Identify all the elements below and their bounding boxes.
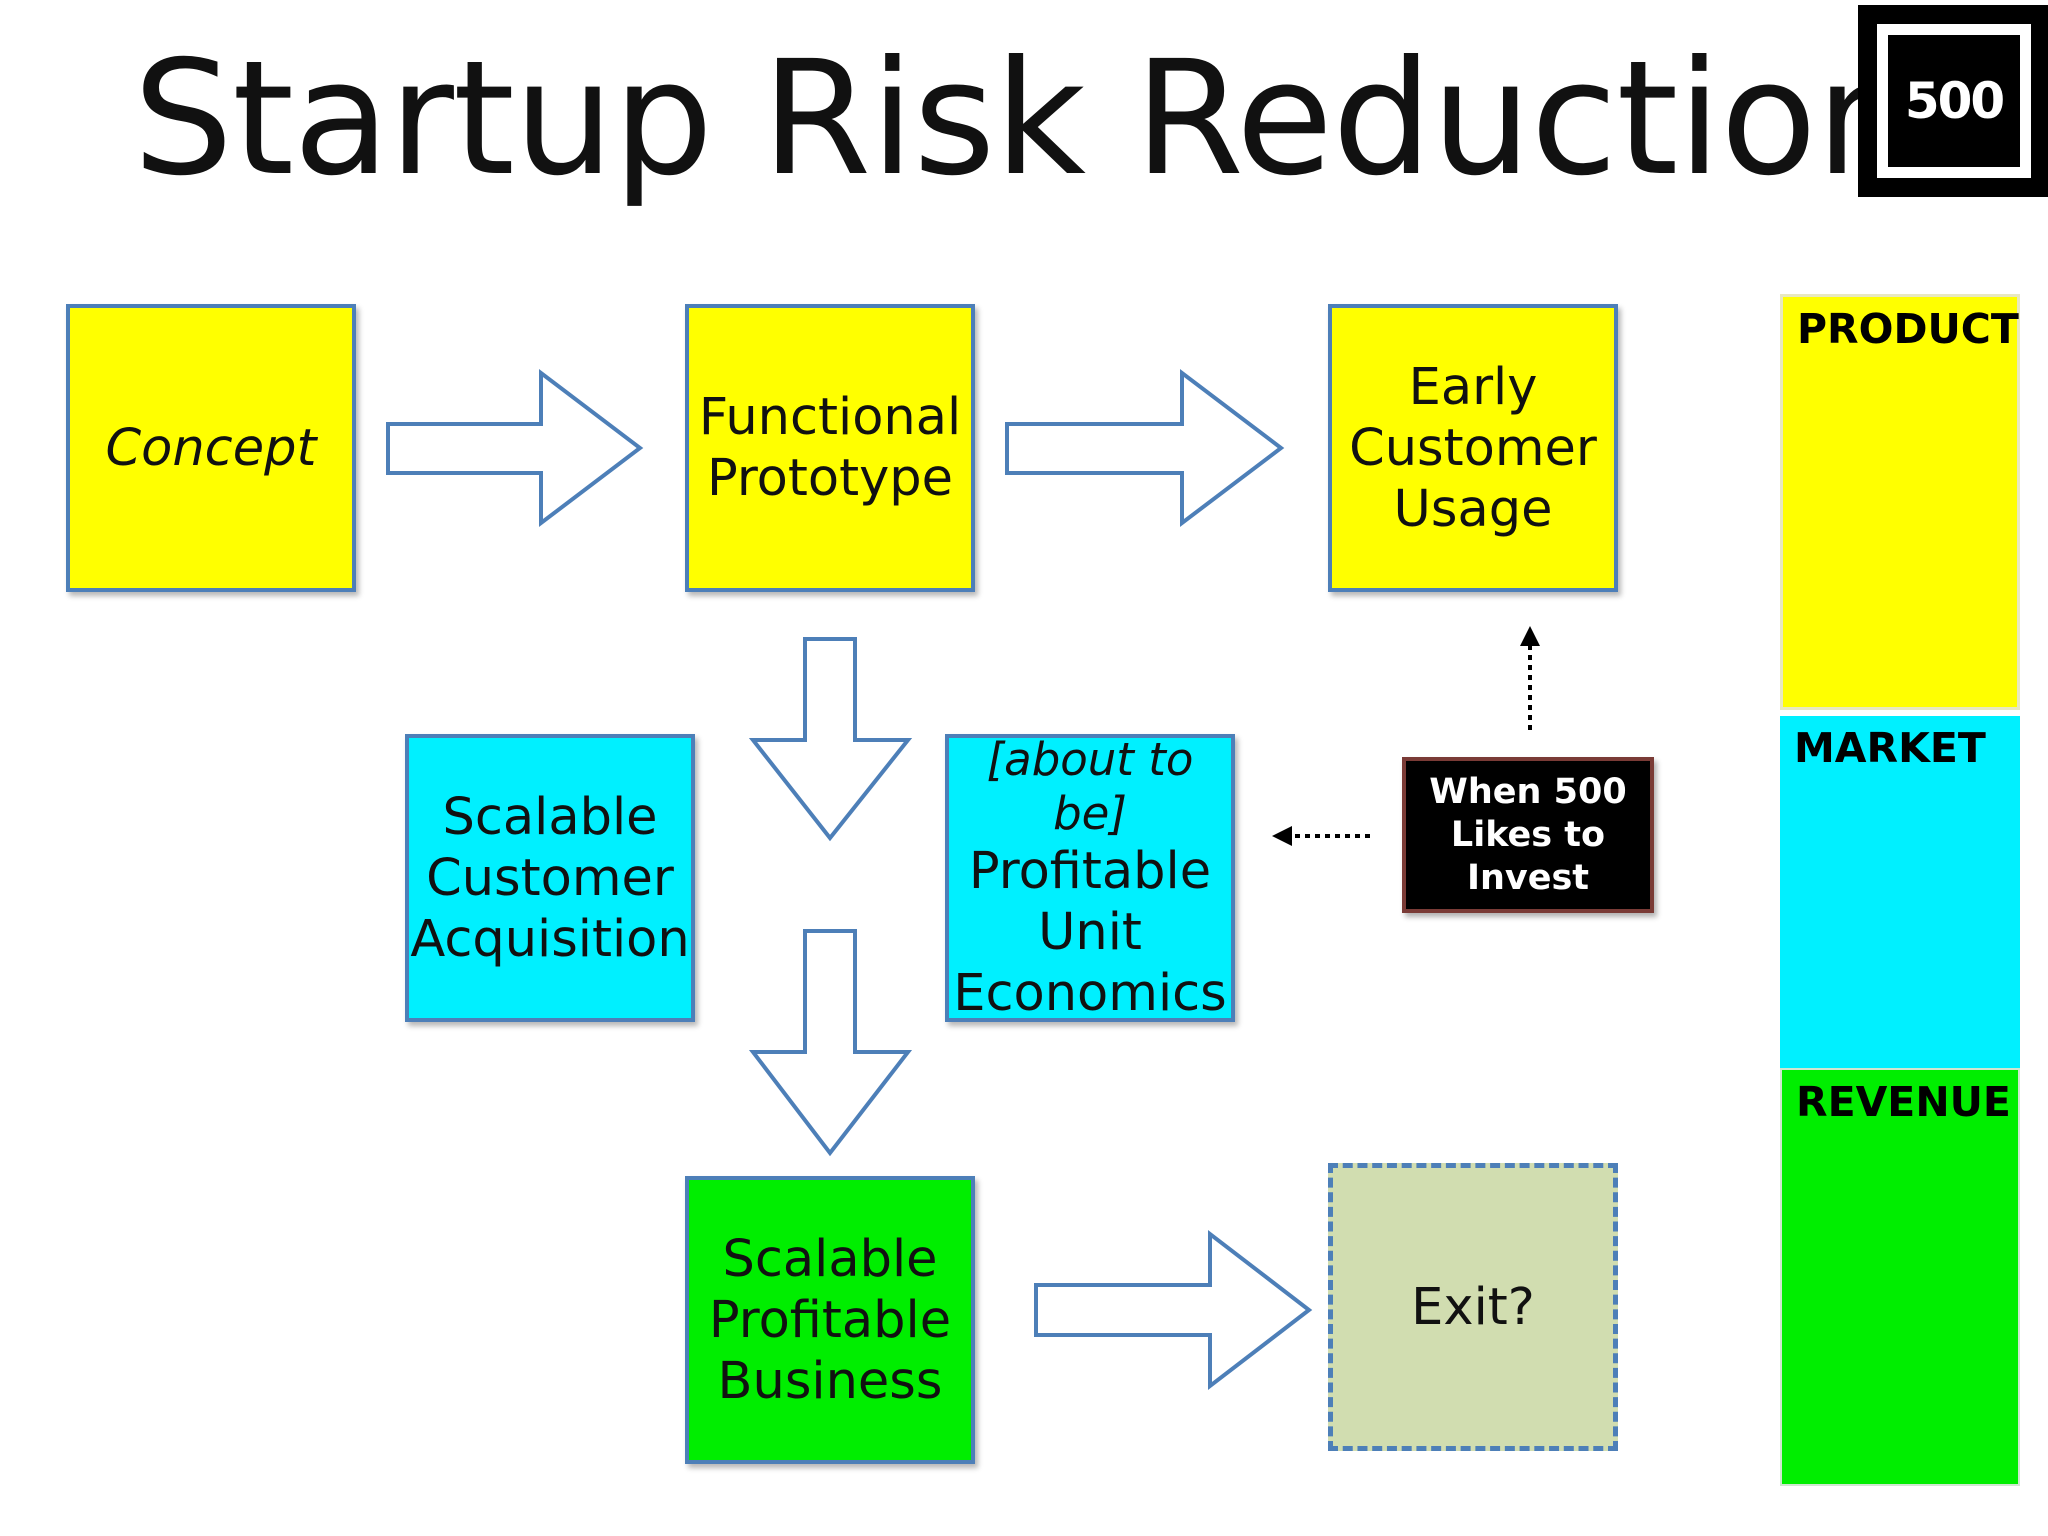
box-line: Profitable <box>968 841 1212 901</box>
concept-label: Concept <box>105 418 317 478</box>
stage-label-revenue: REVENUE <box>1796 1078 2011 1126</box>
invest-line: Invest <box>1466 857 1590 898</box>
stage-band-revenue: REVENUE <box>1780 1068 2020 1486</box>
box-line: Business <box>717 1351 943 1411</box>
stage-band-market: MARKET <box>1780 716 2020 1068</box>
box-scalable-profitable-business: Scalable Profitable Business <box>685 1176 975 1464</box>
box-line: Scalable <box>442 787 658 847</box>
box-line: Unit <box>1038 902 1142 962</box>
box-line: Profitable <box>708 1290 952 1350</box>
box-exit: Exit? <box>1328 1163 1618 1451</box>
box-line: Customer <box>426 848 674 908</box>
box-scalable-customer-acquisition: Scalable Customer Acquisition <box>405 734 695 1022</box>
stage-label-product: PRODUCT <box>1797 305 2019 353</box>
box-early-customer-usage: Early Customer Usage <box>1328 304 1618 592</box>
box-line: Prototype <box>706 449 954 508</box>
box-line: Scalable <box>722 1229 938 1289</box>
box-line: Early <box>1408 357 1538 417</box>
box-line: Acquisition <box>410 909 690 969</box>
arrow-right-concept-to-prototype <box>386 368 644 528</box>
logo-frame: 500 <box>1877 24 2031 178</box>
logo-text: 500 <box>1904 72 2005 130</box>
box-profitable-unit-economics: [about to be] Profitable Unit Economics <box>945 732 1235 1023</box>
page-title: Startup Risk Reduction <box>132 27 1916 211</box>
box-concept: Concept <box>66 304 356 592</box>
invest-line: Likes to <box>1450 814 1606 855</box>
stage-label-market: MARKET <box>1794 724 1986 772</box>
arrow-right-prototype-to-usage <box>1005 368 1285 528</box>
box-line: Usage <box>1393 479 1553 539</box>
arrow-down-to-business <box>748 929 913 1157</box>
box-line: Customer <box>1349 418 1597 478</box>
box-functional-prototype: Functional Prototype <box>685 304 975 592</box>
500-logo: 500 <box>1858 5 2048 197</box>
box-when-500-likes-to-invest: When 500 Likes to Invest <box>1402 757 1654 913</box>
invest-line: When 500 <box>1429 771 1627 812</box>
box-line: Functional <box>698 388 962 447</box>
box-line: Economics <box>953 963 1227 1023</box>
arrow-right-business-to-exit <box>1034 1229 1313 1391</box>
stage-band-product: PRODUCT <box>1780 294 2020 710</box>
box-prefix: [about to be] <box>986 732 1194 840</box>
exit-label: Exit? <box>1411 1277 1535 1337</box>
arrow-down-prototype <box>748 637 913 842</box>
